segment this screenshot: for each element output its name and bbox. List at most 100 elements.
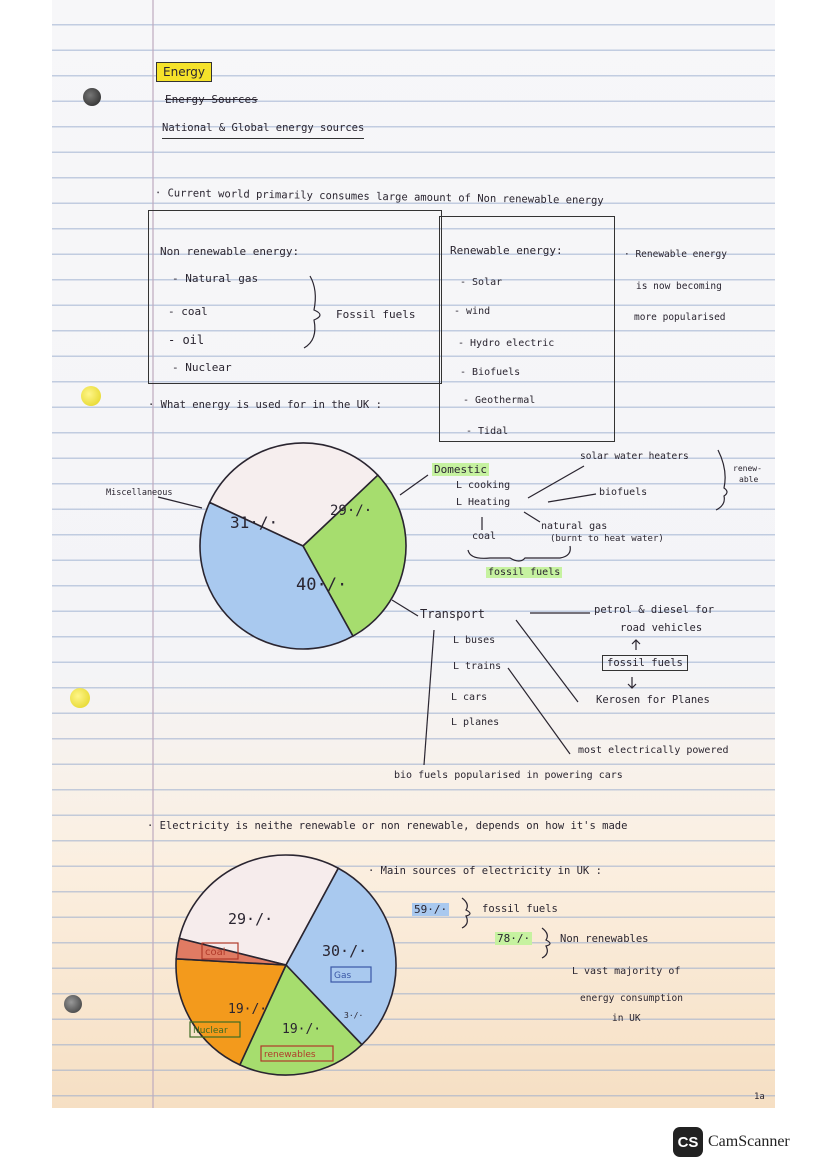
non-renewable-item: - oil <box>168 333 205 347</box>
pie-percent-label: 31·/· <box>230 513 278 532</box>
electric-label: most electrically powered <box>578 745 729 756</box>
page-title: Energy <box>156 62 213 82</box>
uk-electricity-pie <box>175 854 397 1076</box>
biofuel-cars-label: bio fuels popularised in powering cars <box>394 770 623 781</box>
svg-text:renewables: renewables <box>264 1050 316 1060</box>
binder-hole-yellow-1 <box>81 386 101 406</box>
domestic-sub: L Heating <box>456 497 511 508</box>
renewable-box <box>439 216 615 442</box>
biofuels-label: biofuels <box>599 487 648 498</box>
nonrenew-percent: 78·/· <box>495 932 533 945</box>
renewable-note: · Renewable energy <box>624 249 727 260</box>
transport-label: Transport <box>420 607 486 621</box>
transport-fossil-box: fossil fuels <box>602 655 688 671</box>
natural-gas-note: (burnt to heat water) <box>550 534 664 544</box>
non-renewable-item: - coal <box>168 305 208 318</box>
binder-hole-bottom <box>64 995 82 1013</box>
transport-sub: L cars <box>451 692 488 703</box>
petrol-diesel-label: petrol & diesel for <box>594 604 715 616</box>
nonrenew-brace <box>541 927 551 959</box>
renewable-bracket <box>715 449 728 511</box>
heating-to-gas <box>523 511 541 523</box>
majority-note: energy consumption <box>580 993 683 1004</box>
pie-percent-label: 29·/· <box>228 910 273 928</box>
pie-slice-gas <box>285 867 397 1046</box>
connector-lines <box>157 275 728 959</box>
coal-label: coal <box>472 531 497 542</box>
margin-line <box>152 0 154 1108</box>
fossil-fuels-label: Fossil fuels <box>336 308 416 321</box>
transport-sub: L buses <box>453 635 496 646</box>
fossil-bracket <box>303 275 321 349</box>
non-renewable-item: - Nuclear <box>172 361 232 374</box>
natural-gas-label: natural gas <box>541 521 608 532</box>
pie-category-tag: Nuclear <box>189 1021 241 1038</box>
kerosene-label: Kerosen for Planes <box>596 694 710 706</box>
transport-pointer <box>391 599 419 617</box>
notebook-page <box>52 0 775 1108</box>
pie-percent-label: 19·/· <box>282 1022 321 1037</box>
transport-to-biofuel <box>423 629 435 766</box>
camscanner-logo-text: CamScanner <box>708 1133 790 1150</box>
svg-text:Gas: Gas <box>334 971 351 981</box>
renewable-note: is now becoming <box>636 281 722 292</box>
pie-category-tag: Gas <box>330 966 372 983</box>
nonrenew-note: Non renewables <box>560 933 649 945</box>
renewable-tag: able <box>739 475 759 484</box>
pie-slice-domestic <box>301 474 407 638</box>
transport-sub: L trains <box>453 661 502 672</box>
renewable-item: - Tidal <box>466 426 509 437</box>
camscanner-logo: CS CamScanner <box>673 1127 790 1157</box>
pie-percent-label: 40·/· <box>296 575 347 595</box>
electricity-statement: · Electricity is neithe renewable or non… <box>147 820 628 832</box>
domestic-label: Domestic <box>432 463 489 476</box>
renewable-note: more popularised <box>634 312 726 323</box>
pie-slice-coal <box>178 854 340 966</box>
fossil-fuels-note: fossil fuels <box>482 903 558 915</box>
renewable-item: - Geothermal <box>463 395 536 406</box>
renewable-heading: Renewable energy: <box>450 244 563 257</box>
uk-energy-use-pie <box>199 442 407 650</box>
majority-note: L vast majority of <box>572 966 681 977</box>
binder-hole-yellow-2 <box>70 688 90 708</box>
renewable-item: - Solar <box>460 277 503 288</box>
arrow-up <box>631 639 641 650</box>
arrow-down <box>627 677 637 689</box>
majority-note: in UK <box>612 1013 641 1024</box>
electricity-heading: · Main sources of electricity in UK : <box>368 865 602 877</box>
pie-slice-other <box>175 937 287 966</box>
non-renewable-box <box>148 210 442 384</box>
pie-percent-label: 19·/· <box>228 1002 267 1017</box>
renewable-item: - Hydro electric <box>458 338 555 349</box>
svg-text:Nuclear: Nuclear <box>193 1026 228 1036</box>
heating-to-biofuels <box>547 493 597 503</box>
transport-to-kerosene <box>515 619 579 703</box>
svg-text:coal: coal <box>205 947 226 958</box>
pie-slice-nuclear <box>238 963 363 1076</box>
domestic-fossil-label: fossil fuels <box>486 567 563 578</box>
heating-to-solar <box>527 465 585 499</box>
trains-to-electric <box>507 667 571 755</box>
pie-percent-label: 29·/· <box>330 503 372 519</box>
fossil-pct-brace <box>461 897 471 929</box>
subtitle: National & Global energy sources <box>162 122 365 139</box>
uk-use-slice-labels: 31·/· 29·/· 40·/· <box>230 503 372 595</box>
pie-percent-label: 3·/· <box>344 1011 363 1020</box>
pie-category-tag: renewables <box>260 1045 334 1062</box>
fossil-brace <box>467 545 571 562</box>
non-renewable-heading: Non renewable energy: <box>160 245 300 258</box>
domestic-sub: L cooking <box>456 480 511 491</box>
road-vehicles-label: road vehicles <box>620 622 703 634</box>
pie-percent-label: 30·/· <box>322 942 367 960</box>
struck-heading: Energy Sources <box>165 93 258 106</box>
binder-hole-top <box>83 88 101 106</box>
uk-use-heading: · What energy is used for in the UK : <box>148 399 382 411</box>
domestic-pointer <box>399 474 429 496</box>
fossil-percent: 59·/· <box>412 903 450 916</box>
page-number: 1a <box>754 1092 765 1102</box>
renewable-item: - Biofuels <box>460 367 521 378</box>
renewable-tag: renew- <box>733 464 762 473</box>
misc-label: Miscellaneous <box>106 488 173 498</box>
